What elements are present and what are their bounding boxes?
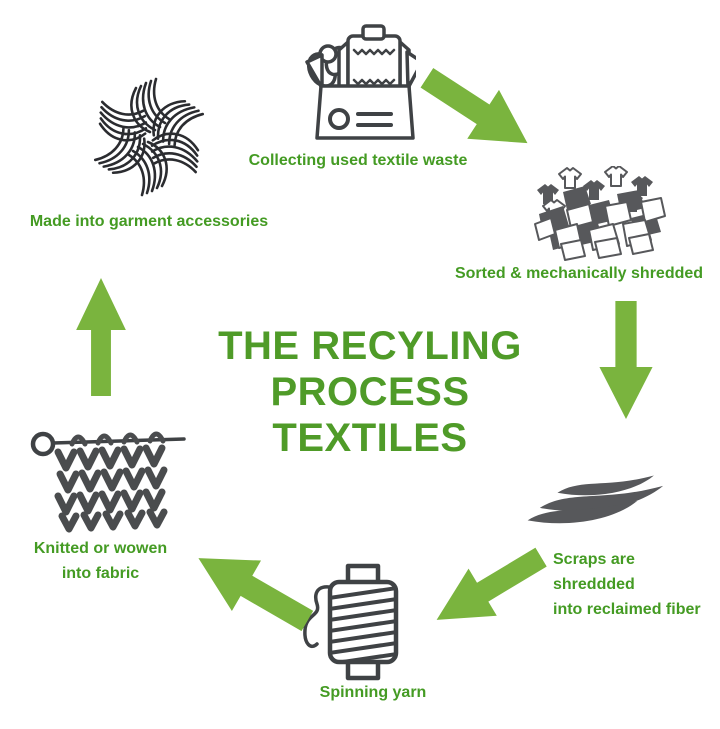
step-collecting-label: Collecting used textile waste <box>248 152 468 169</box>
arrow-sorted-to-scraps <box>595 301 657 421</box>
yarn-spool-icon <box>303 563 399 681</box>
ribbon-star-icon <box>87 77 211 197</box>
title-line-2: PROCESS <box>270 370 470 414</box>
step-accessories-label: Made into garment accessories <box>29 213 269 230</box>
step-scraps-label: Scraps are shreddded into reclaimed fibe… <box>553 547 720 622</box>
step-spinning-label: Spinning yarn <box>319 684 427 701</box>
title-line-1: THE RECYLING <box>218 324 522 368</box>
page-title: THE RECYLING PROCESS TEXTILES <box>185 323 555 461</box>
step-knitted-line-2: into fabric <box>61 565 140 582</box>
step-scraps-line-3: into reclaimed fiber <box>553 601 701 618</box>
arrow-scraps-to-spinning <box>418 530 557 649</box>
title-line-3: TEXTILES <box>272 416 468 460</box>
step-knitted-label: Knitted or wowen into fabric <box>18 536 183 586</box>
step-knitted-line-1: Knitted or wowen <box>33 540 168 557</box>
arrow-knitted-to-accessories <box>72 276 130 396</box>
arrow-collecting-to-sorted <box>408 49 547 172</box>
shredded-pile-icon <box>534 166 666 261</box>
arrow-spinning-to-knitted <box>180 528 325 651</box>
step-scraps-line-2: shreddded <box>553 576 635 593</box>
fiber-waves-icon <box>527 475 664 524</box>
step-scraps-line-1: Scraps are <box>553 551 635 568</box>
donation-box-icon <box>305 24 416 140</box>
step-sorted-label: Sorted & mechanically shredded <box>454 265 704 282</box>
knitting-needle-icon <box>30 431 186 533</box>
